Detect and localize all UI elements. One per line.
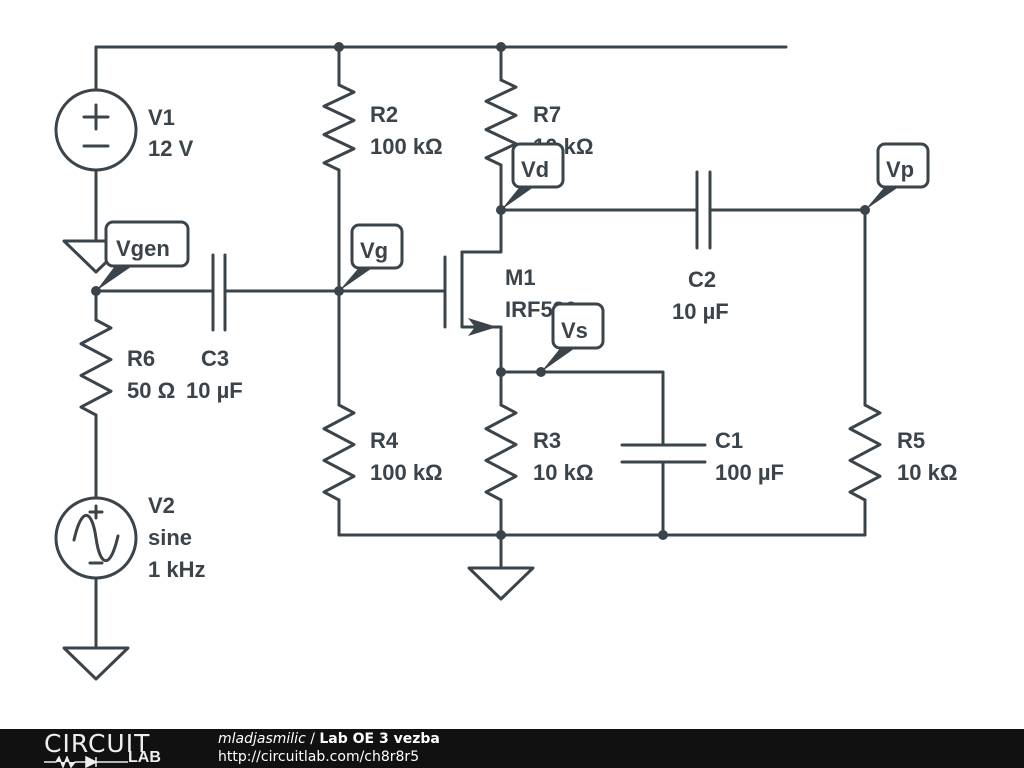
r4-name: R4 xyxy=(370,428,399,453)
dc-source-v1[interactable] xyxy=(54,88,138,172)
ac-source-v2[interactable] xyxy=(54,496,138,580)
r3-value: 10 kΩ xyxy=(533,460,593,485)
plus-minus-icon xyxy=(82,103,110,148)
c3-name: C3 xyxy=(201,346,229,371)
resistor-r2[interactable] xyxy=(322,83,356,172)
c1-name: C1 xyxy=(715,428,743,453)
circuit-url[interactable]: http://circuitlab.com/ch8r8r5 xyxy=(218,749,420,765)
wire-c1 xyxy=(499,370,665,537)
footer-bar: CIRCUIT LAB mladjasmilic / Lab OE 3 vezb… xyxy=(0,729,1024,768)
c3-value: 10 µF xyxy=(186,378,243,403)
m1-name: M1 xyxy=(505,265,536,290)
r4-value: 100 kΩ xyxy=(370,460,443,485)
r7-name: R7 xyxy=(533,102,561,127)
r2-value: 100 kΩ xyxy=(370,134,443,159)
r6-name: R6 xyxy=(127,346,155,371)
resistor-diode-logo-icon xyxy=(44,756,128,768)
node-label-vp[interactable]: Vp xyxy=(865,142,930,210)
ground-icon xyxy=(467,566,535,601)
separator: / xyxy=(305,731,320,747)
c2-value: 10 µF xyxy=(672,299,729,324)
r2-name: R2 xyxy=(370,102,398,127)
resistor-r7[interactable] xyxy=(484,78,518,167)
node-label-vs[interactable]: Vs xyxy=(541,302,605,372)
svg-text:Vs: Vs xyxy=(561,318,588,343)
node-label-vg[interactable]: Vg xyxy=(339,223,404,291)
v1-value: 12 V xyxy=(148,136,194,161)
r5-value: 10 kΩ xyxy=(897,460,957,485)
circuit-title: mladjasmilic / Lab OE 3 vezba xyxy=(218,731,440,747)
r6-value: 50 Ω xyxy=(127,378,175,403)
svg-text:Vg: Vg xyxy=(360,238,388,263)
c1-value: 100 µF xyxy=(715,460,784,485)
circuit-name[interactable]: Lab OE 3 vezba xyxy=(319,731,440,747)
v2-name: V2 xyxy=(148,493,175,518)
v1-name: V1 xyxy=(148,105,175,130)
author-link[interactable]: mladjasmilic xyxy=(218,731,306,747)
plus-minus-icon xyxy=(88,504,104,565)
svg-text:Vd: Vd xyxy=(521,157,549,182)
source-arrow-icon xyxy=(468,318,497,336)
resistor-r6[interactable] xyxy=(79,318,113,417)
v2-value: 1 kHz xyxy=(148,557,205,582)
wire-source xyxy=(460,250,503,537)
v2-type: sine xyxy=(148,525,192,550)
node-label-vd[interactable]: Vd xyxy=(501,142,565,210)
svg-text:Vgen: Vgen xyxy=(116,236,170,261)
circuitlab-logo-lab: LAB xyxy=(128,749,161,766)
ground-icon xyxy=(62,646,130,681)
c2-name: C2 xyxy=(688,267,716,292)
resistor-r3[interactable] xyxy=(484,403,518,502)
r5-name: R5 xyxy=(897,428,925,453)
resistor-r4[interactable] xyxy=(322,403,356,502)
capacitor-c1[interactable] xyxy=(620,443,707,464)
circuitlab-logo[interactable]: CIRCUIT xyxy=(44,729,151,758)
sine-wave-icon xyxy=(72,514,120,562)
r3-name: R3 xyxy=(533,428,561,453)
capacitor-c3[interactable] xyxy=(211,253,227,332)
circuit-schematic: V1 12 V R2 100 kΩ R7 10 kΩ M1 IRF530 C2 … xyxy=(54,42,957,681)
resistor-r5[interactable] xyxy=(848,403,882,502)
node-label-vgen[interactable]: Vgen xyxy=(96,220,190,291)
wire-r7 xyxy=(460,45,503,254)
svg-text:Vp: Vp xyxy=(886,157,914,182)
capacitor-c2[interactable] xyxy=(695,170,712,250)
